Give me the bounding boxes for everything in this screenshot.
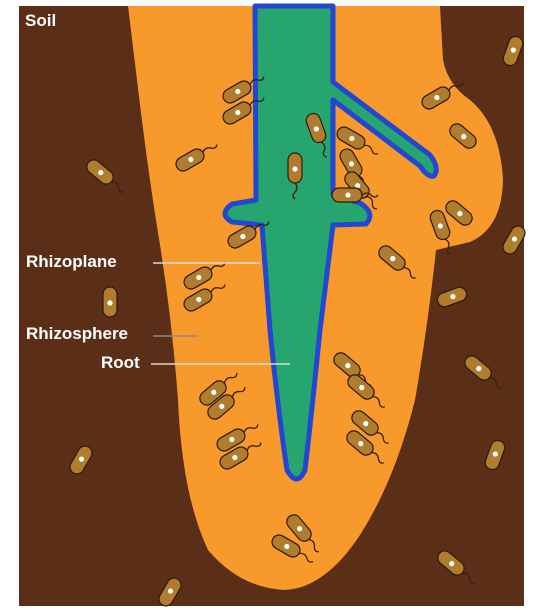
root-label: Root [101, 353, 140, 373]
rhizosphere-label: Rhizosphere [26, 324, 128, 344]
bacterium-icon [103, 287, 117, 317]
rhizoplane-label: Rhizoplane [26, 252, 117, 272]
soil-label: Soil [25, 11, 56, 31]
